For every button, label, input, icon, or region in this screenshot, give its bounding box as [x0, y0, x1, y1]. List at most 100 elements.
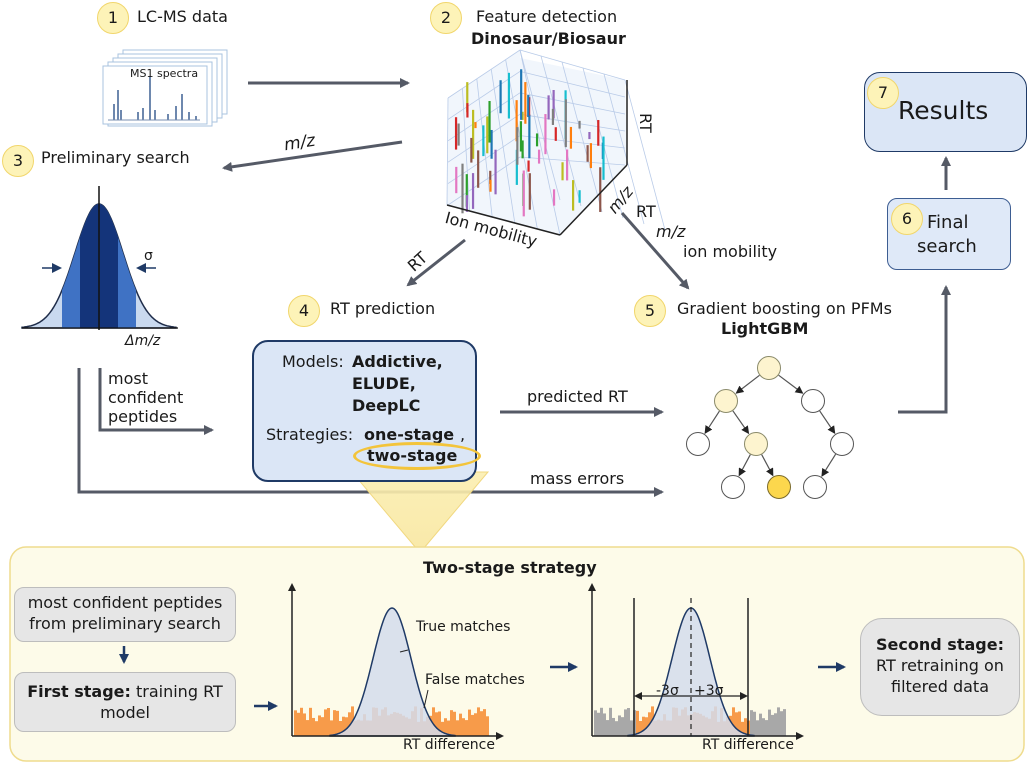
histogram-bar [447, 720, 450, 736]
grid-line [447, 49, 521, 99]
histogram-bar [432, 707, 435, 736]
histogram-bar [765, 720, 768, 736]
step-5-badge: 5 [634, 295, 666, 327]
histogram-bar [312, 717, 315, 736]
grid-line [447, 156, 521, 206]
step-2-title: Feature detection [476, 7, 618, 26]
step-6-badge: 6 [891, 203, 923, 235]
plus-3sigma-label: +3σ [694, 683, 724, 699]
step-7-badge: 7 [867, 77, 899, 109]
tree-edge [761, 454, 774, 477]
first-stage-rest: training RT [130, 682, 223, 701]
true-matches-label: True matches [416, 619, 511, 635]
hist1-xlabel: RT difference [403, 737, 495, 753]
histogram-bar [306, 720, 309, 736]
histogram-bar [480, 711, 483, 736]
grid-line [446, 97, 449, 206]
histogram-bar [615, 721, 618, 736]
histogram-bar [465, 720, 468, 736]
histogram-bar [339, 721, 342, 736]
histogram-bar [774, 713, 777, 736]
model-3: DeepLC [352, 396, 421, 415]
funnel-shape [350, 471, 490, 549]
final-search-line1: Final [927, 212, 969, 233]
grid-line [519, 71, 626, 98]
histogram-bar [777, 707, 780, 736]
histogram-bar [294, 710, 297, 736]
histogram-bar [342, 716, 345, 736]
rt-arrow-right-label: RT [636, 202, 656, 221]
second-stage-line1: RT retraining on [876, 656, 1004, 675]
histogram-bar [327, 708, 330, 736]
histogram-bar [474, 713, 477, 736]
histogram-bar [756, 720, 759, 736]
histogram-bar [780, 711, 783, 736]
histogram-bar [321, 717, 324, 736]
histogram-bar [453, 711, 456, 736]
histogram-bar [750, 710, 753, 736]
model-2: ELUDE, [352, 374, 416, 393]
feature-3d-plot [446, 49, 666, 236]
first-stage-bold: First stage: [27, 682, 131, 701]
step-1-title: LC-MS data [137, 7, 228, 26]
step-5-title: Gradient boosting on PFMs [677, 299, 892, 318]
most-confident-line3: peptides [108, 407, 178, 426]
histogram-bar [348, 712, 351, 736]
histogram-bar [462, 718, 465, 736]
histogram-bar [309, 707, 312, 736]
grid-line [519, 49, 626, 81]
tree-node [714, 389, 738, 413]
grid-line [490, 69, 516, 224]
histogram-bar [441, 721, 444, 736]
step-3-title: Preliminary search [41, 148, 190, 167]
histogram-bar [300, 707, 303, 736]
histogram-bar [336, 710, 339, 736]
histogram-bar [333, 710, 336, 736]
spectra-label: MS1 spectra [130, 67, 199, 80]
histogram-bar [741, 721, 744, 736]
histogram-bar [315, 721, 318, 736]
histogram-bar [627, 708, 630, 736]
histogram-bar [444, 718, 447, 736]
sigma-label: σ [144, 248, 153, 264]
histogram-bar [762, 718, 765, 736]
axis-rt-label: RT [636, 113, 655, 133]
histogram-bar [324, 709, 327, 736]
ms1-spectra-stack [102, 49, 228, 127]
second-stage-line2: filtered data [891, 677, 989, 696]
histogram-bar [330, 720, 333, 736]
histogram-bar [639, 721, 642, 736]
histogram-bar [630, 720, 633, 736]
model-1: Addictive, [352, 352, 443, 371]
grid-line [540, 55, 582, 207]
grid-line [519, 49, 561, 201]
strategy-one-stage: one-stage [364, 425, 455, 444]
step-2-badge: 2 [430, 2, 462, 34]
histogram-bar [636, 710, 639, 736]
mz-arrow-right-label: m/z [656, 222, 686, 241]
first-stage-box: First stage: training RT model [14, 672, 236, 732]
preliminary-peptides-line1: most confident peptides [27, 593, 223, 612]
tree-node [721, 475, 745, 499]
histogram-bar [468, 709, 471, 736]
grid-line [476, 78, 493, 218]
grid-line [519, 156, 626, 166]
histogram-bar [744, 718, 747, 736]
grid-line [561, 61, 603, 213]
tree-node [767, 475, 791, 499]
histogram-bar [732, 707, 735, 736]
results-title: Results [898, 96, 989, 125]
histogram-bar [783, 709, 786, 736]
tree-edge [738, 454, 751, 477]
histogram-bar [438, 711, 441, 736]
histogram-bar [600, 707, 603, 736]
models-prefix: Models: [282, 352, 344, 371]
histogram-bar [450, 710, 453, 736]
two-stage-arrows [119, 646, 846, 711]
hist2-xlabel: RT difference [702, 737, 794, 753]
first-stage-line2: model [100, 703, 150, 722]
final-search-line2: search [917, 236, 977, 257]
histogram-bar [768, 709, 771, 736]
two-stage-title: Two-stage strategy [423, 558, 597, 577]
